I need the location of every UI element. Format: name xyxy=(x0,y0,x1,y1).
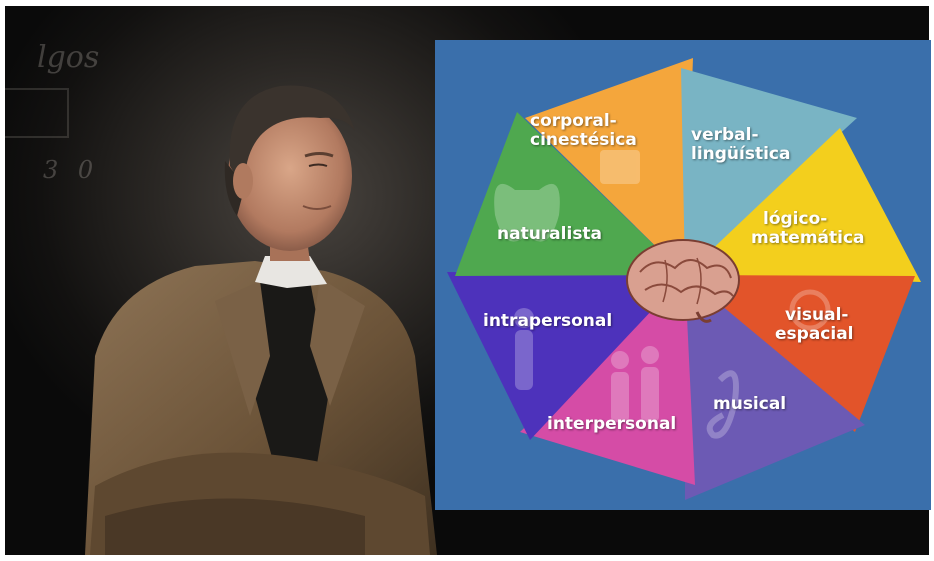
label-interpersonal-line1: interpersonal xyxy=(547,414,677,434)
label-musical-line1: musical xyxy=(713,394,787,414)
pictogram-overlays xyxy=(494,150,831,439)
segment-musical xyxy=(685,275,865,500)
label-verbal: verbal- lingüística xyxy=(691,126,790,164)
label-logico: lógico- matemática xyxy=(751,210,865,248)
label-logico-line2: matemática xyxy=(751,228,865,248)
label-naturalista: naturalista xyxy=(497,225,602,244)
butterfly-icon xyxy=(494,183,560,242)
man-portrait xyxy=(85,85,437,555)
treble-clef-icon xyxy=(706,370,739,439)
label-corporal-line1: corporal- xyxy=(530,111,617,131)
label-interpersonal: interpersonal xyxy=(547,415,676,434)
label-logico-line1: lógico- xyxy=(763,209,828,229)
octagon-wheel xyxy=(447,58,921,500)
segment-corporal xyxy=(525,58,693,275)
puzzle-icon xyxy=(600,150,640,184)
label-visual-line2: espacial xyxy=(775,324,854,344)
multiple-intelligences-diagram: corporal- cinestésica verbal- lingüístic… xyxy=(435,40,931,510)
segment-logico xyxy=(685,128,921,282)
segment-verbal xyxy=(681,68,857,275)
segment-intrapersonal xyxy=(447,272,685,440)
segment-naturalista xyxy=(455,112,685,276)
label-verbal-line2: lingüística xyxy=(691,144,791,164)
label-intrapersonal: intrapersonal xyxy=(483,312,612,331)
brain-icon xyxy=(626,239,740,323)
label-naturalista-line1: naturalista xyxy=(497,224,603,244)
label-visual: visual- espacial xyxy=(775,306,854,344)
segment-interpersonal xyxy=(520,275,695,485)
person-icon xyxy=(515,330,533,390)
chalkboard-writing: lgos xyxy=(37,40,100,75)
label-intrapersonal-line1: intrapersonal xyxy=(483,311,613,331)
label-corporal: corporal- cinestésica xyxy=(530,112,637,150)
chalkboard-box xyxy=(5,88,69,138)
label-visual-line1: visual- xyxy=(785,305,849,325)
label-verbal-line1: verbal- xyxy=(691,125,759,145)
chalkboard-numbers: 3 0 xyxy=(43,156,100,184)
label-corporal-line2: cinestésica xyxy=(530,130,637,150)
people-icon xyxy=(611,351,629,369)
label-musical: musical xyxy=(713,395,786,414)
at-sign-icon xyxy=(789,289,831,331)
segment-visual xyxy=(685,275,915,432)
